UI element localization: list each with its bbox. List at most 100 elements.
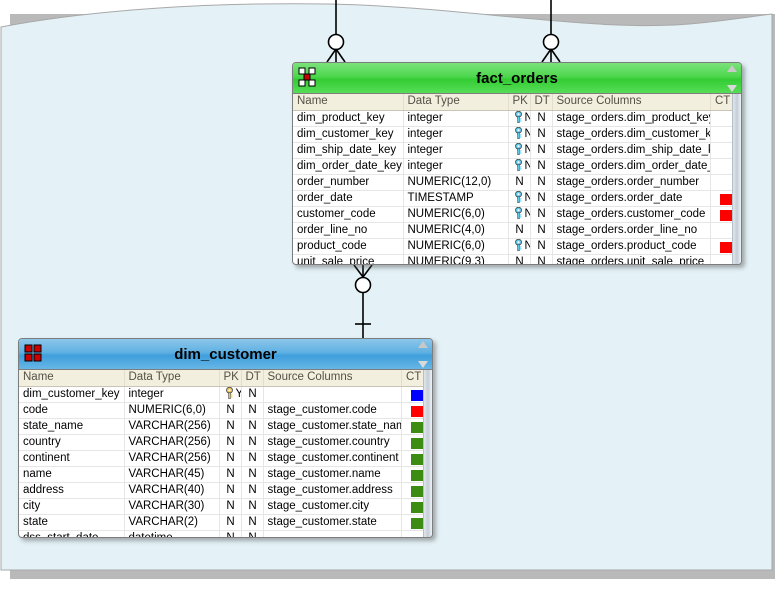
primary-key-icon: [513, 158, 524, 171]
cell-source-columns: [263, 386, 402, 403]
cell-dt: N: [530, 142, 553, 159]
entity-name-fact-orders: fact_orders: [476, 69, 558, 87]
vertical-scrollbar-dim-customer[interactable]: [423, 370, 432, 537]
cell-dt: N: [530, 238, 553, 255]
cell-pk: N: [219, 514, 242, 531]
cell-dt: N: [241, 466, 264, 483]
chevron-up-icon[interactable]: [726, 65, 737, 72]
cell-data-type: integer: [124, 386, 220, 403]
color-swatch: [411, 517, 423, 529]
cell-column-name: dim_ship_date_key: [293, 142, 404, 159]
cell-pk: N: [508, 206, 531, 223]
column-header-pk[interactable]: PK: [508, 94, 531, 111]
chevron-up-icon[interactable]: [417, 341, 428, 348]
cell-data-type: TIMESTAMP: [403, 190, 509, 207]
cell-dt: N: [530, 158, 553, 175]
cell-dt: N: [241, 482, 264, 499]
chevron-down-icon[interactable]: [726, 85, 737, 92]
chevron-down-icon[interactable]: [417, 361, 428, 368]
cell-data-type: integer: [403, 142, 509, 159]
vertical-scrollbar-fact-orders[interactable]: [732, 94, 741, 264]
cell-dt: N: [530, 254, 553, 264]
cell-pk: N: [219, 434, 242, 451]
cell-dt: N: [530, 126, 553, 143]
cell-source-columns: stage_customer.code: [263, 402, 402, 419]
entity-collapse-controls-fact-orders[interactable]: [725, 65, 738, 92]
cell-source-columns: stage_customer.name: [263, 466, 402, 483]
color-swatch: [411, 421, 423, 433]
column-header-dt[interactable]: DT: [530, 94, 553, 111]
column-header-source-columns[interactable]: Source Columns: [263, 370, 402, 387]
cell-dt: N: [241, 418, 264, 435]
cell-data-type: datetime: [124, 530, 220, 537]
cell-dt: N: [241, 530, 264, 537]
column-header-name[interactable]: Name: [19, 370, 125, 387]
cell-pk: N: [508, 158, 531, 175]
cell-data-type: NUMERIC(6,0): [403, 238, 509, 255]
cell-data-type: VARCHAR(256): [124, 418, 220, 435]
table-row[interactable]: dim_product_keyintegerNNstage_orders.dim…: [293, 110, 741, 127]
cell-dt: N: [241, 434, 264, 451]
table-row[interactable]: dim_ship_date_keyintegerNNstage_orders.d…: [293, 142, 741, 159]
cell-data-type: VARCHAR(256): [124, 450, 220, 467]
table-row[interactable]: dim_customer_keyintegerNNstage_orders.di…: [293, 126, 741, 143]
cell-column-name: dim_customer_key: [293, 126, 404, 143]
cell-pk: N: [508, 142, 531, 159]
table-grid-icon: [24, 343, 47, 365]
cell-dt: N: [530, 206, 553, 223]
cell-data-type: VARCHAR(30): [124, 498, 220, 515]
cell-data-type: VARCHAR(256): [124, 434, 220, 451]
cell-source-columns: stage_orders.customer_code: [552, 206, 711, 223]
cell-dt: N: [530, 174, 553, 191]
cell-source-columns: stage_orders.dim_order_date_key: [552, 158, 711, 175]
cell-column-name: dss_start_date: [19, 530, 125, 537]
cell-column-name: product_code: [293, 238, 404, 255]
color-swatch: [411, 405, 423, 417]
column-header-data-type[interactable]: Data Type: [403, 94, 509, 111]
cell-data-type: integer: [403, 158, 509, 175]
cell-pk: N: [508, 238, 531, 255]
entity-title-bar-dim-customer[interactable]: dim_customer: [19, 339, 432, 370]
table-row[interactable]: order_dateTIMESTAMPNNstage_orders.order_…: [293, 190, 741, 207]
cell-data-type: NUMERIC(12,0): [403, 174, 509, 191]
entity-collapse-controls-dim-customer[interactable]: [416, 341, 429, 368]
cell-source-columns: stage_orders.dim_ship_date_key: [552, 142, 711, 159]
table-row[interactable]: dim_customer_keyintegerYN: [19, 386, 432, 403]
cell-source-columns: stage_customer.continent: [263, 450, 402, 467]
column-header-data-type[interactable]: Data Type: [124, 370, 220, 387]
column-header-name[interactable]: Name: [293, 94, 404, 111]
cell-source-columns: [263, 530, 402, 537]
table-row[interactable]: product_codeNUMERIC(6,0)NNstage_orders.p…: [293, 238, 741, 255]
column-header-source-columns[interactable]: Source Columns: [552, 94, 711, 111]
cell-dt: N: [241, 514, 264, 531]
cell-source-columns: stage_orders.unit_sale_price: [552, 254, 711, 264]
color-swatch: [720, 209, 732, 221]
cell-data-type: VARCHAR(40): [124, 482, 220, 499]
cell-column-name: state_name: [19, 418, 125, 435]
table-row[interactable]: dim_order_date_keyintegerNNstage_orders.…: [293, 158, 741, 175]
column-header-pk[interactable]: PK: [219, 370, 242, 387]
table-row[interactable]: customer_codeNUMERIC(6,0)NNstage_orders.…: [293, 206, 741, 223]
column-header-dt[interactable]: DT: [241, 370, 264, 387]
entity-title-bar-fact-orders[interactable]: fact_orders: [293, 63, 741, 94]
cell-column-name: dim_order_date_key: [293, 158, 404, 175]
cell-pk: N: [219, 530, 242, 537]
table-grid-icon: [298, 67, 321, 89]
cell-column-name: customer_code: [293, 206, 404, 223]
